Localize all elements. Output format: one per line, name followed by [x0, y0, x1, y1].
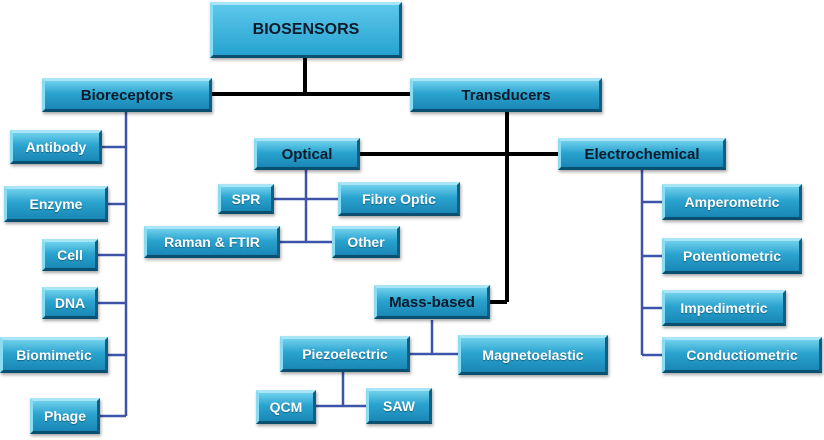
- mass-magnetoelastic: Magnetoelastic: [458, 335, 608, 375]
- bioreceptor-enzyme: Enzyme: [4, 186, 108, 222]
- mass-piezoelectric: Piezoelectric: [280, 336, 410, 372]
- bioreceptor-dna: DNA: [42, 287, 98, 319]
- optical-raman-ftir: Raman & FTIR: [144, 226, 280, 258]
- transducers-node: Transducers: [410, 78, 602, 112]
- electrochemical-conductiometric: Conductiometric: [662, 337, 822, 373]
- optical-spr: SPR: [218, 184, 274, 214]
- electrochemical-node: Electrochemical: [558, 138, 726, 170]
- mass-based-node: Mass-based: [374, 285, 490, 319]
- piezo-qcm: QCM: [256, 390, 316, 424]
- piezo-saw: SAW: [366, 388, 432, 424]
- bioreceptor-phage: Phage: [30, 398, 100, 434]
- main-connectors: [210, 58, 558, 304]
- sub-connectors: [98, 110, 662, 418]
- biosensors-root: BIOSENSORS: [210, 2, 402, 58]
- electrochemical-potentiometric: Potentiometric: [662, 238, 802, 274]
- bioreceptors-node: Bioreceptors: [42, 78, 212, 112]
- optical-node: Optical: [254, 138, 360, 170]
- optical-fibre-optic: Fibre Optic: [338, 182, 460, 216]
- bioreceptor-antibody: Antibody: [10, 130, 102, 164]
- bioreceptor-biomimetic: Biomimetic: [0, 337, 108, 373]
- bioreceptor-cell: Cell: [42, 239, 98, 271]
- optical-other: Other: [332, 226, 400, 258]
- electrochemical-impedimetric: Impedimetric: [662, 290, 786, 326]
- electrochemical-amperometric: Amperometric: [662, 184, 802, 220]
